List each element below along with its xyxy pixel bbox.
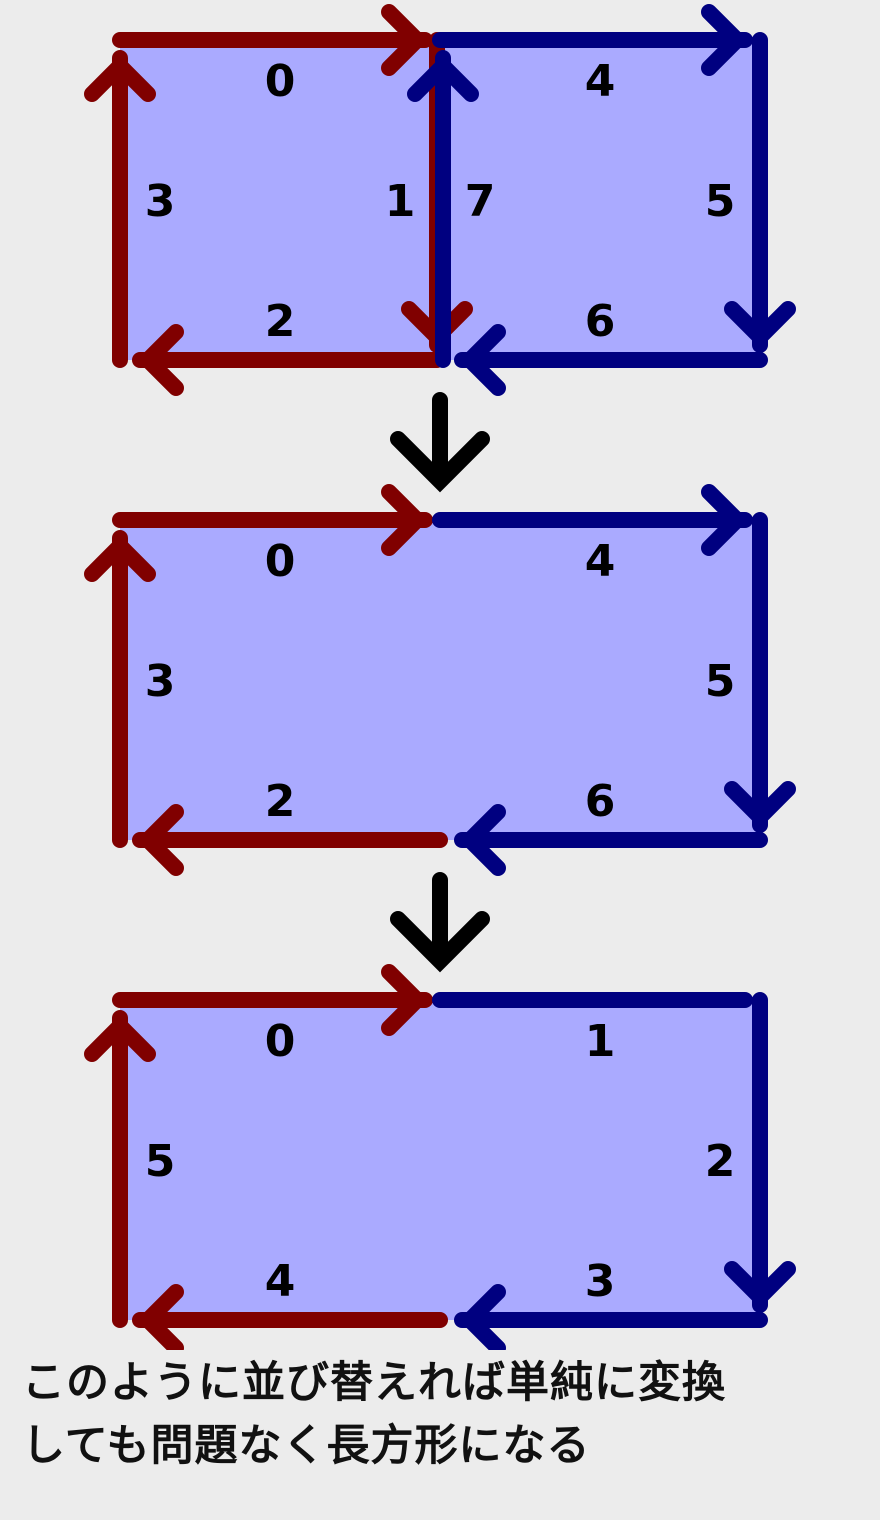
edge-label-left: 3 [145,656,176,707]
final-rectangle [120,1000,760,1320]
arrow-blue-right [724,992,796,1313]
edge-label-bottom-right: 3 [585,1256,616,1307]
arrow-blue-right [724,32,796,353]
down-arrow-1 [390,392,490,493]
arrow-red-top [112,4,433,76]
edge-label-right: 2 [705,1136,736,1187]
arrow-red-bottom [132,324,445,396]
right-square [440,40,760,360]
edge-label-top-right: 4 [585,56,616,107]
caption: このように並び替えれば単純に変換 しても問題なく長方形になる [22,1352,872,1478]
arrow-blue-bottom [454,324,768,396]
arrow-red-bottom [132,804,448,876]
edge-label-top-left: 0 [265,536,296,587]
edge-label-bottom-right: 6 [585,776,616,827]
left-square [120,40,440,360]
arrow-blue-right [724,512,796,833]
edge-label-bottom-right: 6 [585,296,616,347]
edge-label-top-right: 4 [585,536,616,587]
stage-renumbered: 0 1 2 3 4 5 [84,964,796,1350]
caption-line-1: このように並び替えれば単純に変換 [22,1358,726,1408]
edge-label-bottom-left: 2 [265,776,296,827]
edge-label-top-left: 0 [265,1016,296,1067]
arrow-blue-bottom [454,804,768,876]
stage-merged: 0 2 3 4 5 6 [84,484,796,876]
edge-label-left: 5 [145,1136,176,1187]
edge-label-right: 5 [705,656,736,707]
edge-label-bottom-left: 4 [265,1256,296,1307]
edge-label-top-left: 0 [265,56,296,107]
arrow-red-top [112,964,433,1036]
edge-label-bottom-left: 2 [265,296,296,347]
edge-label-left-inner: 7 [465,176,496,227]
stage-split: 0 1 2 3 4 5 6 7 [84,4,796,396]
arrow-red-bottom [132,1284,448,1350]
arrow-red-left [84,530,156,848]
arrow-blue-left [407,50,479,368]
edge-label-right: 5 [705,176,736,227]
arrow-blue-top [432,484,753,556]
arrow-red-top [112,484,433,556]
arrow-blue-bottom [454,1284,768,1350]
diagram: 0 1 2 3 4 5 6 7 0 2 3 4 5 6 0 1 2 3 4 5 [84,4,796,1350]
edge-label-top-right: 1 [585,1016,616,1067]
arrow-red-left [84,50,156,368]
edge-label-left: 3 [145,176,176,227]
arrow-red-left [84,1010,156,1328]
caption-line-2: しても問題なく長方形になる [22,1421,591,1471]
down-arrow-2 [390,872,490,973]
edge-label-right-inner: 1 [385,176,416,227]
arrow-blue-top [432,4,753,76]
merged-rectangle [120,520,760,840]
